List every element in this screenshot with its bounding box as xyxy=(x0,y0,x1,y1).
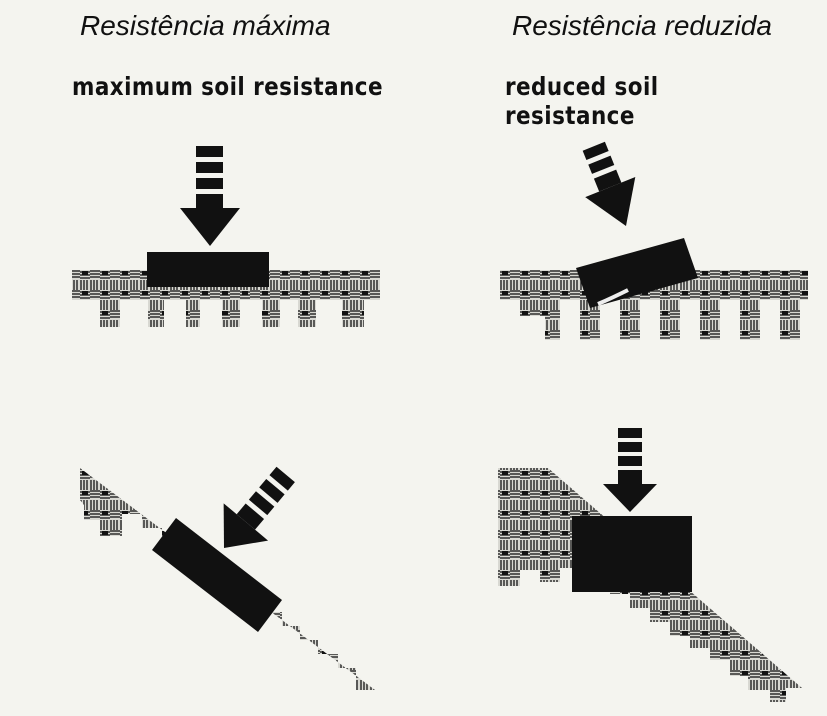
soil-block xyxy=(500,270,808,340)
footing-block xyxy=(147,252,269,287)
panel-flat-vertical xyxy=(72,146,380,327)
caption-right-english: reduced soil resistance xyxy=(505,72,659,130)
caption-left-english: maximum soil resistance xyxy=(72,72,383,101)
panel-slope-perpendicular xyxy=(80,466,375,690)
panel-slope-vertical xyxy=(498,428,802,702)
arrow-down-icon xyxy=(180,146,240,246)
caption-right-portuguese: Resistência reduzida xyxy=(512,10,772,41)
footing-block xyxy=(572,516,692,592)
arrow-diagonal-icon xyxy=(582,141,636,226)
panel-flat-tilted xyxy=(500,141,808,340)
footing-block xyxy=(152,518,282,632)
arrow-down-icon xyxy=(603,428,657,512)
arrow-diagonal-icon xyxy=(223,466,295,548)
caption-left-portuguese: Resistência máxima xyxy=(80,10,331,41)
footing-block xyxy=(576,238,698,308)
soil-rupture-mark xyxy=(597,288,629,306)
